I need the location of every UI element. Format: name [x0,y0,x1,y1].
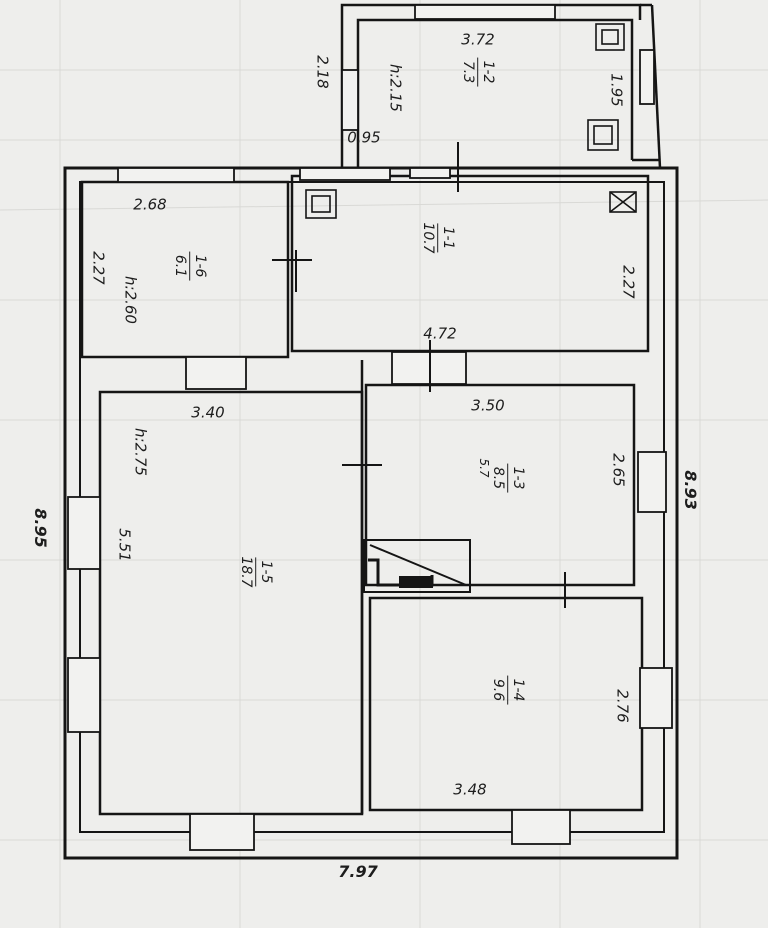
room-1-6-height: h:2.60 [121,276,140,324]
room-1-2-depth: 1.95 [607,73,626,107]
room-1-6-id: 1-6 [189,251,208,281]
room-1-4-width: 3.48 [453,780,487,799]
corridor-width-label: 4.72 [423,324,457,343]
overall-width-label: 7.97 [338,862,378,881]
room-1-2-width: 3.72 [461,30,495,49]
room-1-1-depth: 2.27 [619,265,638,299]
room-1-3-area-2: 5.7 [477,458,491,478]
room-1-2-fraction: 1-2 7.3 [460,57,496,87]
room-1-3-id: 1-3 [507,463,526,493]
room-1-3-area: 8.5 [490,466,507,490]
room-1-4-fraction: 1-4 9.6 [490,675,526,705]
room-1-5-width: 3.40 [191,403,225,422]
door-marks [272,142,566,608]
room-1-6-depth: 2.27 [89,251,108,285]
room-1-2-height: h:2.15 [386,64,405,112]
stair-symbol [363,539,471,593]
room-1-5-depth: 5.51 [115,528,134,562]
room-1-6-fraction: 1-6 6.1 [172,251,208,281]
room-1-5-height: h:2.75 [131,428,150,476]
room-1-4-area: 9.6 [490,678,507,702]
room-1-1-fraction: 1-1 10.7 [420,222,457,254]
room-1-1-id: 1-1 [437,223,456,253]
room-1-6-width: 2.68 [133,195,167,214]
room-1-1-area: 10.7 [420,222,437,254]
room-1-5-fraction: 1-5 18.7 [238,556,275,588]
room-1-6-area: 6.1 [172,254,189,278]
room-1-5-id: 1-5 [255,557,274,587]
room-1-2-id: 1-2 [477,57,496,87]
overall-depth-right-label: 8.93 [681,470,700,510]
windows [67,4,673,851]
room-1-5-area: 18.7 [238,556,255,588]
room-1-4-depth: 2.76 [613,689,632,723]
interior-walls [80,174,650,816]
room-1-2-extra: 0.95 [347,128,381,147]
room-1-4-id: 1-4 [507,675,526,705]
room-1-3-depth: 2.65 [609,453,628,487]
overall-depth-left-label: 8.95 [31,508,50,548]
stove-symbols [305,23,637,219]
room-1-3-width: 3.50 [471,396,505,415]
room-1-2-area: 7.3 [460,60,477,84]
room-1-3-fraction: 1-3 8.5 [490,463,526,493]
room-1-2-depth-2: 2.18 [313,55,332,89]
